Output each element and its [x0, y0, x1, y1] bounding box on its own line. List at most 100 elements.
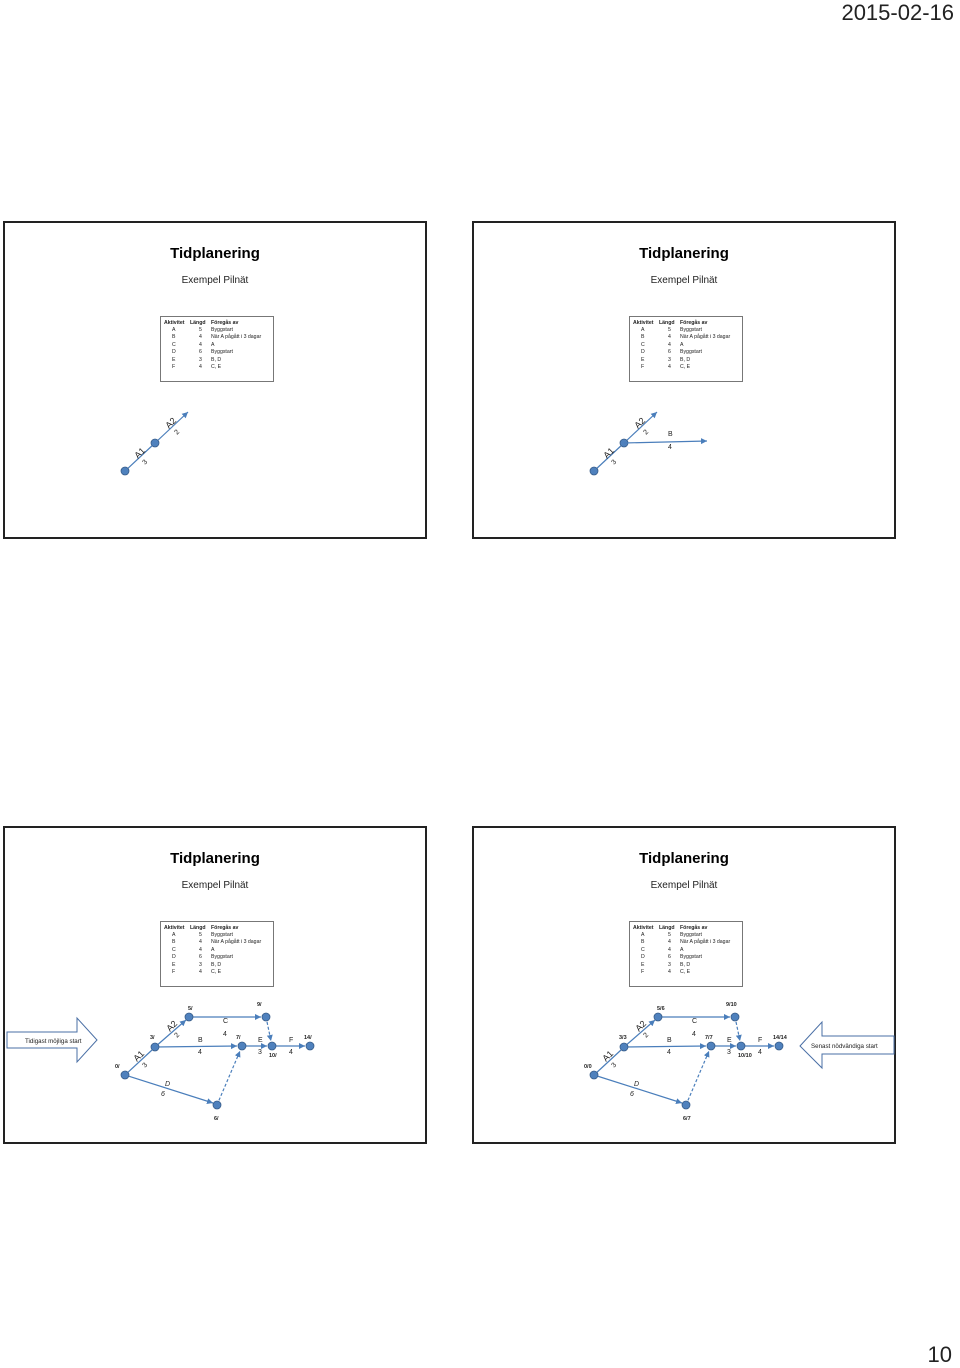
table-header: Föregås av	[211, 320, 239, 326]
slide-subtitle: Exempel Pilnät	[181, 275, 249, 286]
table-cell: E	[641, 356, 645, 363]
network-node	[305, 1041, 315, 1051]
activity-label-d: D	[634, 1081, 639, 1088]
table-cell: Byggstart	[211, 349, 233, 356]
activity-duration-b: 4	[668, 444, 672, 451]
activity-label-c: C	[692, 1018, 697, 1025]
table-cell: 4	[668, 939, 671, 946]
table-cell: 6	[199, 954, 202, 961]
activity-duration-a2: 2	[642, 429, 650, 437]
table-cell: B	[641, 939, 645, 946]
activity-label-f: F	[758, 1037, 762, 1044]
node-time-label: 10/10	[738, 1053, 752, 1059]
table-header: Aktivitet	[633, 320, 654, 326]
network-node	[267, 1041, 277, 1051]
table-cell: 3	[199, 356, 202, 363]
node-time-label: 0/	[115, 1064, 120, 1070]
activity-arrow-a1	[593, 1049, 622, 1076]
activity-duration-a2: 2	[642, 1032, 650, 1040]
activity-label-a1: A1	[132, 446, 147, 461]
table-cell: B, D	[680, 961, 691, 968]
table-cell: 5	[199, 932, 202, 938]
table-cell: 4	[668, 341, 671, 348]
network-node	[589, 466, 599, 476]
table-cell: 6	[668, 349, 671, 356]
table-cell: B	[172, 939, 176, 946]
network-node	[730, 1012, 740, 1022]
slide-subtitle: Exempel Pilnät	[181, 880, 249, 891]
dummy-arrow	[685, 1050, 710, 1106]
table-cell: 3	[668, 356, 671, 363]
network-node	[774, 1041, 784, 1051]
table-cell: F	[641, 364, 645, 371]
table-header: Aktivitet	[633, 925, 654, 931]
network-node	[706, 1041, 716, 1051]
activity-duration-d: 6	[630, 1091, 634, 1098]
table-header: Föregås av	[680, 320, 708, 326]
dummy-arrow	[265, 1016, 273, 1042]
table-cell: 4	[199, 364, 202, 371]
activity-arrow-a1	[593, 442, 625, 472]
table-cell: C, E	[680, 364, 691, 371]
table-header: Föregås av	[680, 925, 708, 931]
table-cell: 3	[199, 961, 202, 968]
table-cell: E	[172, 961, 176, 968]
table-cell: C	[641, 341, 645, 348]
activity-label-a2: A2	[633, 1019, 648, 1034]
table-cell: När A pågått i 3 dagar	[211, 939, 262, 946]
table-cell: Byggstart	[680, 349, 702, 356]
table-cell: D	[172, 954, 176, 961]
network-node	[619, 1042, 629, 1052]
table-cell: När A pågått i 3 dagar	[680, 334, 731, 341]
activity-arrow-a1	[124, 442, 156, 472]
table-row: A 5 Byggstart	[633, 327, 739, 334]
network-diagram: A13A22C4B4D6E3F40/03/35/66/77/79/1010/10…	[584, 1002, 895, 1122]
activity-label-e: E	[727, 1037, 732, 1044]
table-cell: D	[641, 349, 645, 356]
slide-title: Tidplanering	[170, 245, 260, 262]
dummy-arrow	[216, 1050, 241, 1106]
activity-duration-d: 6	[161, 1091, 165, 1098]
table-cell: 5	[668, 327, 671, 333]
node-time-label: 5/6	[657, 1006, 665, 1012]
network-diagram: A13A22C4B4D6E3F40/3/5/6/7/9/10/14/Tidiga…	[6, 1002, 315, 1122]
table-cell: A	[680, 946, 684, 953]
table-cell: 4	[668, 364, 671, 371]
table-header: Aktivitet	[164, 925, 185, 931]
table-cell: 4	[199, 939, 202, 946]
activity-label-d: D	[165, 1081, 170, 1088]
table-row: B 4 När A pågått i 3 dagar	[164, 939, 270, 946]
network-node	[237, 1041, 247, 1051]
table-header: Aktivitet	[164, 320, 185, 326]
table-header: Längd	[190, 925, 206, 931]
activity-label-a1: A1	[131, 1049, 146, 1064]
table-cell: A	[641, 327, 645, 333]
earliest-start-callout: Tidigast möjliga start	[25, 1038, 82, 1045]
network-node	[184, 1012, 194, 1022]
node-time-label: 3/3	[619, 1035, 627, 1041]
table-cell: B, D	[211, 356, 222, 363]
latest-start-callout: Senast nödvändiga start	[811, 1043, 878, 1050]
table-header: Längd	[659, 925, 675, 931]
dummy-arrow	[734, 1016, 742, 1042]
node-time-label: 9/	[257, 1002, 262, 1008]
table-cell: Byggstart	[680, 327, 702, 333]
table-cell: 4	[668, 946, 671, 953]
table-cell: D	[641, 954, 645, 961]
table-row: C 4 A	[633, 947, 739, 954]
table-cell: F	[172, 969, 176, 976]
activity-duration-f: 4	[289, 1049, 293, 1056]
table-cell: C	[641, 946, 645, 953]
table-cell: 4	[668, 969, 671, 976]
table-header: Längd	[190, 320, 206, 326]
